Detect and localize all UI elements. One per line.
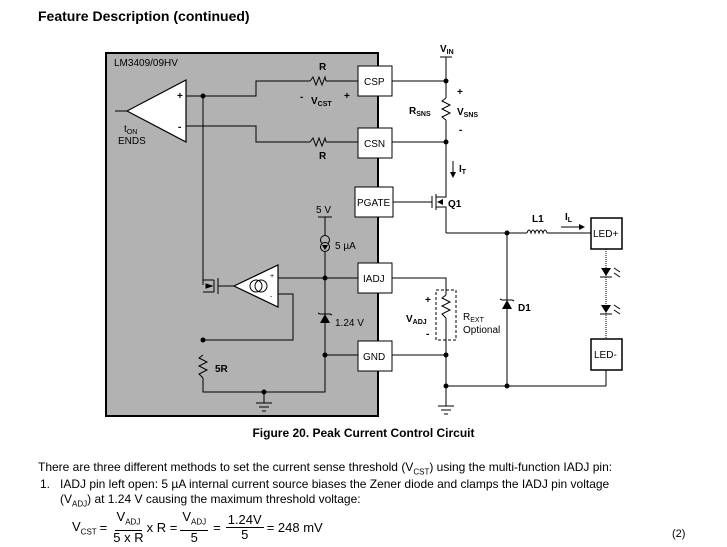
figure-caption: Figure 20. Peak Current Control Circuit xyxy=(252,426,475,440)
pin-csn: CSN xyxy=(357,127,393,159)
ic-name: LM3409/09HV xyxy=(114,58,178,69)
amplifier: + - xyxy=(232,264,279,308)
q1-label: Q1 xyxy=(448,199,462,210)
vsns-minus: - xyxy=(459,125,462,136)
resistor-rext xyxy=(440,294,452,319)
resistor-rsns xyxy=(440,97,452,121)
equation-number: (2) xyxy=(672,528,686,540)
peak-current-control-schematic: LM3409/09HV + - tON ENDS R R - VCST + CS… xyxy=(105,44,623,417)
fraction-124-5: 1.24V 5 xyxy=(225,511,264,542)
resistor-r-bottom-label: R xyxy=(319,151,327,162)
it-label: IT xyxy=(459,164,467,176)
vcst-plus: + xyxy=(344,91,350,102)
d1-label: D1 xyxy=(518,303,531,314)
il-label: IL xyxy=(565,212,573,224)
resistor-r-top xyxy=(309,75,327,87)
equals-sign: = xyxy=(99,519,108,535)
current-it-arrow-icon xyxy=(450,161,456,178)
l1-label: L1 xyxy=(532,214,544,225)
comparator: + - xyxy=(115,79,187,143)
svg-text:PGATE: PGATE xyxy=(357,198,390,209)
svg-text:IADJ: IADJ xyxy=(363,274,385,285)
fraction-vadj-5: VADJ 5 xyxy=(180,509,209,545)
rsns-label: RSNS xyxy=(409,106,431,118)
current-source-icon xyxy=(320,235,330,252)
vin-label: VIN xyxy=(440,44,454,56)
intro-paragraph: There are three different methods to set… xyxy=(38,460,613,477)
equals-sign: = xyxy=(213,519,221,535)
equation: VCST = VADJ 5 x R x R = VADJ 5 = 1.24V 5… xyxy=(72,510,323,545)
external-ground-icon xyxy=(438,405,454,415)
pin-pgate: PGATE xyxy=(354,186,394,218)
ton-label: tON xyxy=(124,124,137,136)
rext-label: REXT xyxy=(463,312,485,324)
ends-label: ENDS xyxy=(118,136,146,147)
current-il-arrow-icon xyxy=(561,224,585,230)
svg-text:CSN: CSN xyxy=(364,139,385,150)
vadj-plus: + xyxy=(425,295,431,306)
internal-mosfet-icon xyxy=(203,278,234,294)
list-number: 1. xyxy=(40,477,51,491)
svg-text:LED-: LED- xyxy=(594,350,617,361)
q1-mosfet-icon xyxy=(393,188,447,233)
vsns-plus: + xyxy=(457,87,463,98)
zener-diode-icon xyxy=(317,312,333,323)
comparator-minus: - xyxy=(178,122,181,133)
fraction-vadj-5r: VADJ 5 x R xyxy=(113,509,144,545)
svg-text:+: + xyxy=(270,273,274,280)
resistor-r-bottom xyxy=(309,136,327,148)
svg-text:LED+: LED+ xyxy=(593,229,618,240)
led-icon xyxy=(600,267,621,278)
section-title: Feature Description (continued) xyxy=(38,8,250,24)
svg-text:GND: GND xyxy=(363,352,385,363)
supply-5v-label: 5 V xyxy=(316,205,331,216)
svg-text:-: - xyxy=(270,294,273,301)
vsns-label: VSNS xyxy=(457,107,478,119)
led-minus-box: LED- xyxy=(590,338,623,371)
pin-gnd: GND xyxy=(357,340,393,372)
resistor-5r-label: 5R xyxy=(215,364,229,375)
vcst-label: VCST xyxy=(311,96,332,108)
resistor-5r xyxy=(197,354,209,379)
list-text: IADJ pin left open: 5 µA internal curren… xyxy=(60,477,610,509)
zener-voltage-label: 1.24 V xyxy=(335,318,364,329)
vadj-minus: - xyxy=(426,329,429,340)
rext-optional-label: Optional xyxy=(463,325,500,336)
comparator-plus: + xyxy=(177,91,183,102)
list-item: 1. IADJ pin left open: 5 µA internal cur… xyxy=(38,477,688,511)
times-r: x R = xyxy=(146,519,178,535)
equation-lhs: VCST xyxy=(72,518,97,537)
pin-iadj: IADJ xyxy=(357,262,393,294)
resistor-r-top-label: R xyxy=(319,62,327,73)
inductor-l1 xyxy=(526,229,548,235)
pin-csp: CSP xyxy=(357,65,393,97)
vadj-label: VADJ xyxy=(406,314,427,326)
led-plus-box: LED+ xyxy=(590,217,623,250)
equation-result: = 248 mV xyxy=(266,519,323,535)
ic-ground-icon xyxy=(256,392,272,412)
svg-text:CSP: CSP xyxy=(364,77,385,88)
led-icon xyxy=(600,304,621,315)
vcst-minus: - xyxy=(300,92,303,103)
d1-diode-icon xyxy=(499,298,515,309)
current-source-label: 5 µA xyxy=(335,241,356,252)
